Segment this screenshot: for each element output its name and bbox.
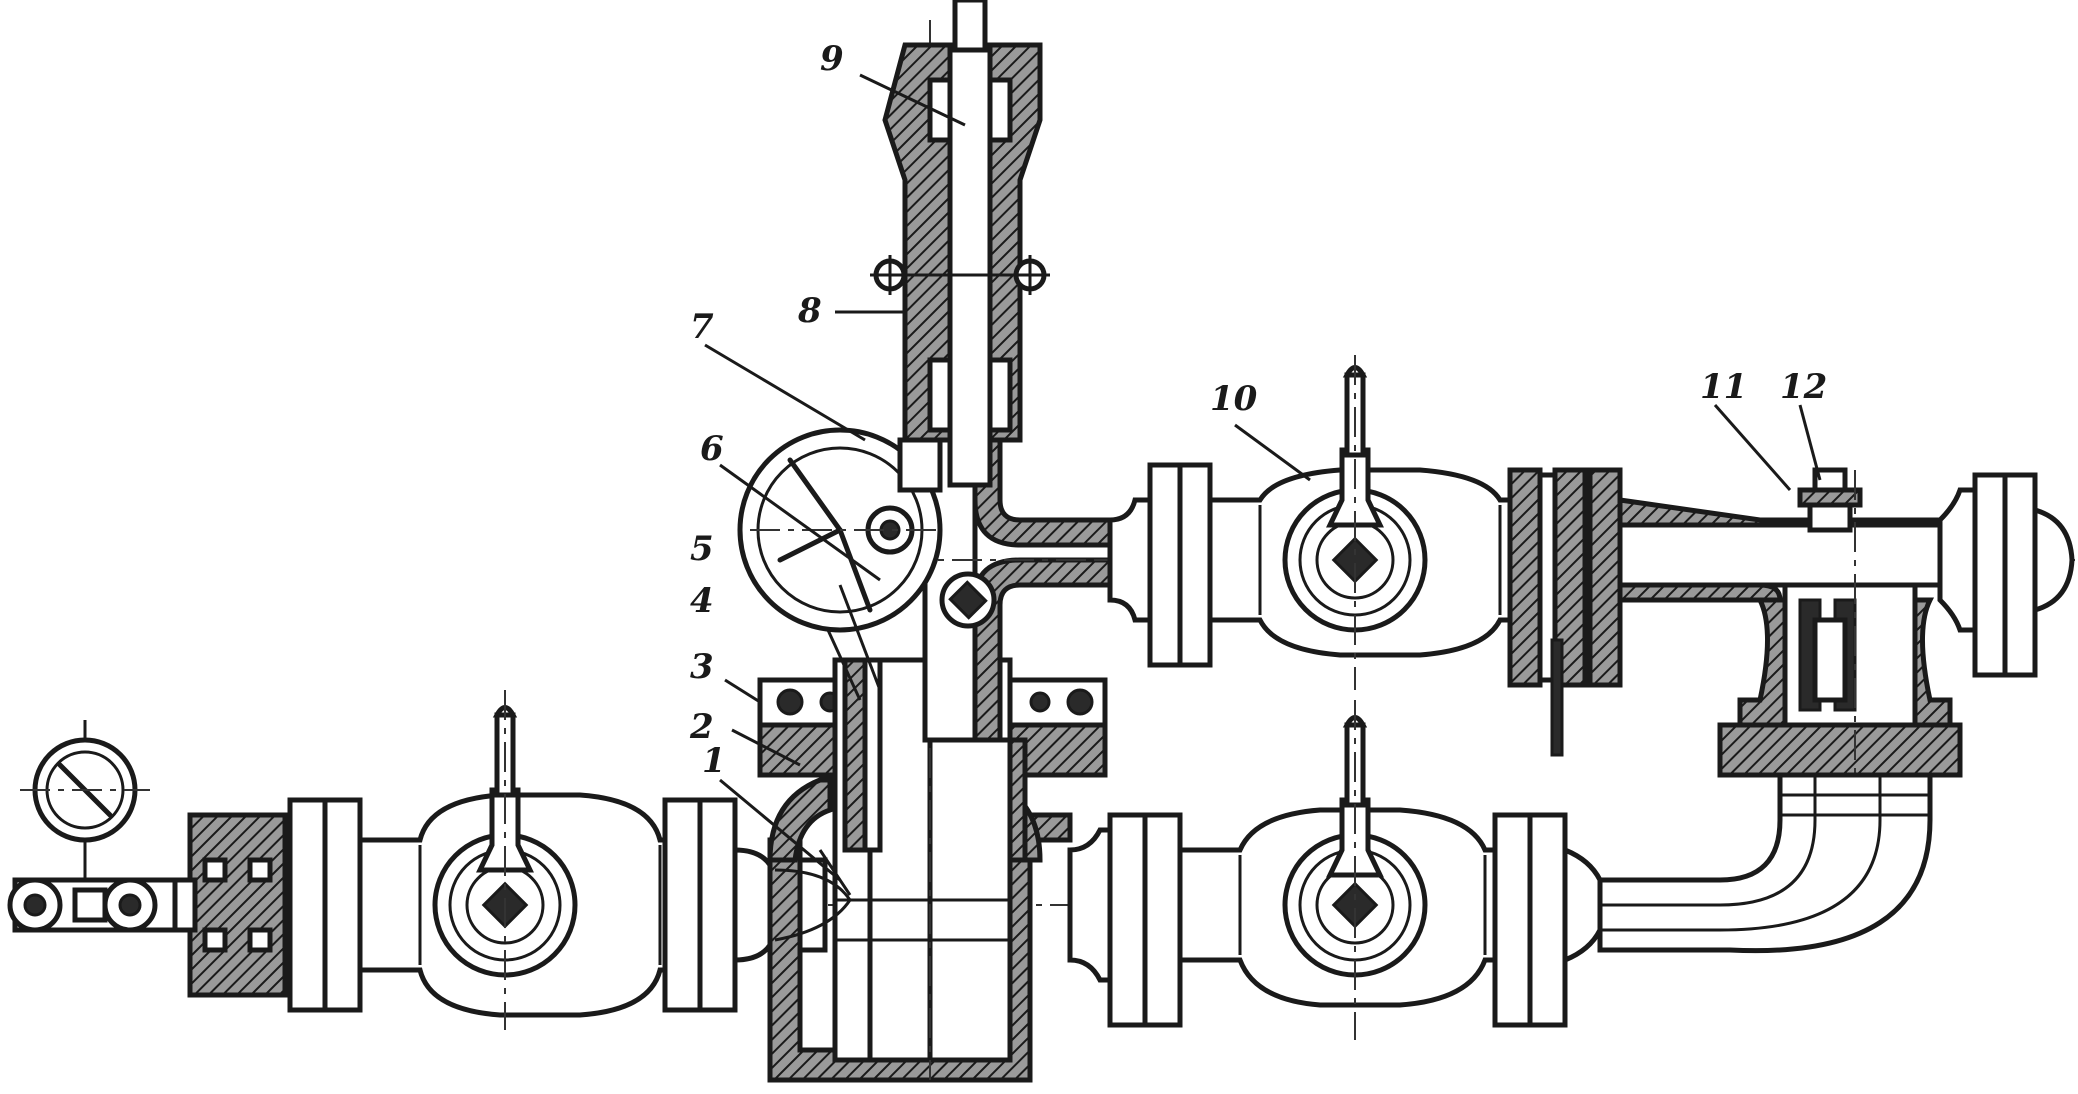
callout-label-7: 7 [690, 307, 714, 347]
upper-flow-line [1100, 355, 2075, 780]
callout-label-1: 1 [702, 741, 726, 781]
check-valve-tee [1717, 467, 1963, 780]
upper-tee-and-stem [870, 0, 1130, 743]
callout-label-12: 12 [1780, 367, 1827, 407]
callout-label-4: 4 [690, 581, 714, 621]
lower-gate-valve [1177, 700, 1498, 1040]
handwheel [737, 427, 943, 633]
lower-flow-line [7, 690, 1580, 1030]
callout-leaders [704, 73, 1822, 896]
callout-label-8: 8 [797, 291, 822, 331]
pressure-gauge [20, 720, 150, 880]
callout-labels: 1 2 3 4 5 6 7 8 9 10 11 12 [689, 39, 1827, 781]
callout-label-10: 10 [1210, 379, 1258, 419]
callout-label-6: 6 [700, 429, 724, 469]
upper-gate-valve [1207, 355, 1513, 690]
callout-label-5: 5 [690, 529, 714, 569]
callout-label-11: 11 [1700, 367, 1747, 407]
callout-label-2: 2 [689, 707, 714, 747]
callout-label-9: 9 [820, 39, 844, 79]
left-end-flange [172, 812, 288, 998]
gauge-needle-valves [7, 877, 178, 933]
callout-label-3: 3 [690, 647, 714, 687]
wellhead-cross [757, 20, 1108, 1083]
left-gate-valve [287, 690, 738, 1030]
lower-right-line [1067, 700, 1933, 1040]
